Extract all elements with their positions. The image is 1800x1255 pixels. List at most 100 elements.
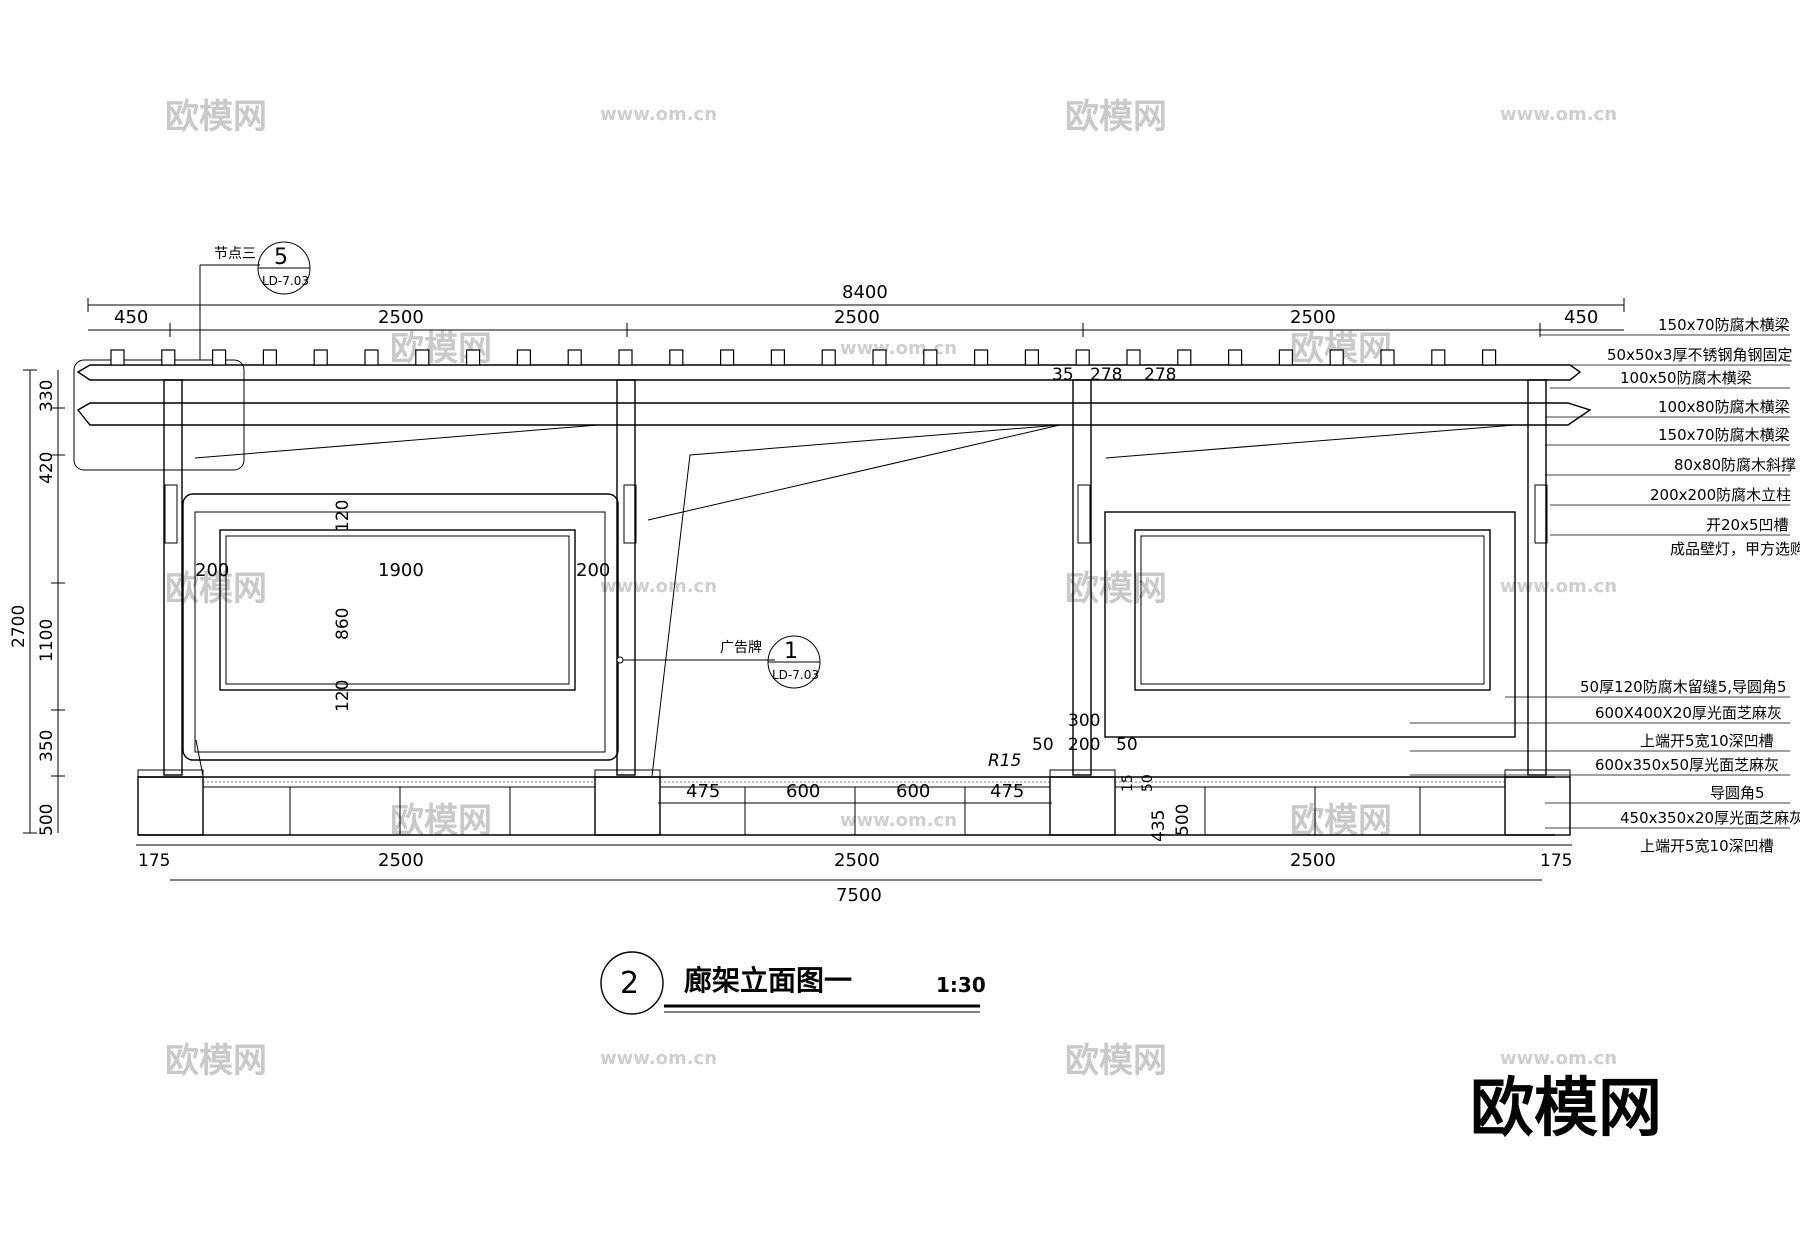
- rafter: [516, 349, 532, 366]
- wall-lamp: [1534, 484, 1548, 544]
- annotation-text: 450x350x20厚光面芝麻灰: [1620, 809, 1800, 827]
- dim-1100: 1100: [37, 619, 57, 662]
- watermark-url: www.om.cn: [600, 1048, 717, 1069]
- dim-475: 475: [990, 781, 1024, 802]
- hatch: [202, 781, 596, 788]
- watermark-brand: 欧模网: [165, 1041, 267, 1081]
- dim-2500: 2500: [378, 850, 424, 871]
- rafter: [719, 349, 735, 366]
- rafter: [212, 349, 227, 366]
- dim-200: 200: [1068, 735, 1100, 755]
- annotation-leaders: [1410, 334, 1790, 829]
- rafter: [669, 349, 684, 366]
- dim-435: 435: [1149, 810, 1169, 842]
- paving-joint: [289, 787, 1421, 835]
- watermark-url: www.om.cn: [600, 104, 717, 125]
- sign-outer: [194, 511, 606, 753]
- sign-frame: [182, 493, 619, 761]
- node-callout-box: [73, 359, 245, 471]
- sign-frame-right: [1104, 511, 1516, 738]
- rafter: [1329, 349, 1344, 366]
- dim-board-200: 200: [576, 560, 610, 581]
- watermark-logo: 欧模网: [1470, 1072, 1662, 1146]
- dim-board-200: 200: [195, 560, 229, 581]
- dim-475: 475: [686, 781, 720, 802]
- watermark-url: www.om.cn: [600, 576, 717, 597]
- rafter: [1278, 349, 1294, 366]
- annotation-text: 150x70防腐木横梁: [1658, 316, 1790, 334]
- annotation-text: 上端开5宽10深凹槽: [1640, 837, 1774, 855]
- watermark-brand: 欧模网: [1065, 97, 1167, 137]
- node-ref-sheet: LD-7.03: [262, 274, 309, 288]
- dim-2500: 2500: [1290, 850, 1336, 871]
- annotation-text: 100x80防腐木横梁: [1658, 398, 1790, 416]
- dim-board-860: 860: [333, 608, 353, 640]
- annotation-text: 50厚120防腐木留缝5,导圆角5: [1580, 678, 1787, 696]
- dim-35: 35: [1052, 365, 1074, 385]
- leader-dot: [616, 656, 624, 664]
- hatch: [1114, 781, 1506, 788]
- dim-50: 50: [1140, 774, 1156, 792]
- dim-278: 278: [1144, 365, 1176, 385]
- rafter: [770, 349, 786, 366]
- watermark-brand: 欧模网: [1065, 569, 1167, 609]
- rafter: [1177, 349, 1192, 366]
- dim-2500: 2500: [378, 307, 424, 328]
- title-scale: 1:30: [936, 973, 986, 997]
- annotation-text: 导圆角5: [1710, 784, 1765, 802]
- annotation-text: 上端开5宽10深凹槽: [1640, 732, 1774, 750]
- dim-500: 500: [1173, 804, 1193, 836]
- dim-board-120: 120: [333, 680, 353, 712]
- sign-ref-number: 1: [784, 639, 798, 664]
- node-ref-label: 节点三: [214, 246, 256, 262]
- wall-lamp: [623, 484, 637, 544]
- watermark-url: www.om.cn: [1500, 1048, 1617, 1069]
- annotation-text: 成品壁灯，甲方选购: [1670, 540, 1800, 558]
- dim-2500: 2500: [834, 850, 880, 871]
- watermark-brand: 欧模网: [165, 97, 267, 137]
- dim-450-right: 450: [1564, 307, 1598, 328]
- dim-8400: 8400: [842, 282, 888, 303]
- column: [163, 379, 183, 776]
- annotation-text: 开20x5凹槽: [1706, 516, 1789, 534]
- dim-600: 600: [786, 781, 820, 802]
- rafter: [1227, 349, 1243, 366]
- watermark-layer: 欧模网 www.om.cn 欧模网 www.om.cn 欧模网 www.om.c…: [165, 97, 1662, 1146]
- dim-175: 175: [1540, 851, 1572, 871]
- wall-lamp: [164, 484, 178, 544]
- base-pier: [137, 776, 204, 836]
- annotation-text: 80x80防腐木斜撑: [1674, 456, 1796, 474]
- dim-450-left: 450: [114, 307, 148, 328]
- rafter-group: [110, 349, 1497, 366]
- text-layer: 8400 450 2500 2500 2500 450 35 278 278 3…: [9, 241, 1598, 1015]
- rafter: [973, 349, 989, 366]
- annotation-text: 600x350x50厚光面芝麻灰: [1595, 756, 1779, 774]
- rafter: [161, 349, 176, 366]
- dim-330: 330: [37, 380, 57, 412]
- rafter: [567, 349, 582, 366]
- rafter: [618, 349, 633, 366]
- watermark-url: www.om.cn: [840, 810, 957, 831]
- sign-panel-right-inner: [1140, 535, 1485, 685]
- rafter: [821, 349, 836, 366]
- dim-50: 50: [1116, 735, 1138, 755]
- dim-2500: 2500: [1290, 307, 1336, 328]
- column: [1072, 379, 1092, 776]
- watermark-url: www.om.cn: [840, 338, 957, 359]
- annotation-text: 200x200防腐木立柱: [1650, 486, 1791, 504]
- lower-beam: [76, 402, 1592, 426]
- annotation-text: 600X400X20厚光面芝麻灰: [1595, 704, 1782, 722]
- brace: [195, 424, 1516, 777]
- rafter: [313, 349, 328, 366]
- rafter: [1126, 349, 1141, 366]
- watermark-url: www.om.cn: [1500, 576, 1617, 597]
- dimension-lines: [23, 298, 1625, 881]
- rafter: [262, 349, 277, 366]
- dim-50: 50: [1032, 735, 1054, 755]
- annotation-text: 150x70防腐木横梁: [1658, 426, 1790, 444]
- dim-ticks: [87, 298, 1625, 337]
- rafter: [923, 349, 938, 366]
- page-title: 廊架立面图一: [684, 964, 852, 997]
- dim-500: 500: [37, 804, 57, 836]
- sign-panel: [219, 529, 576, 691]
